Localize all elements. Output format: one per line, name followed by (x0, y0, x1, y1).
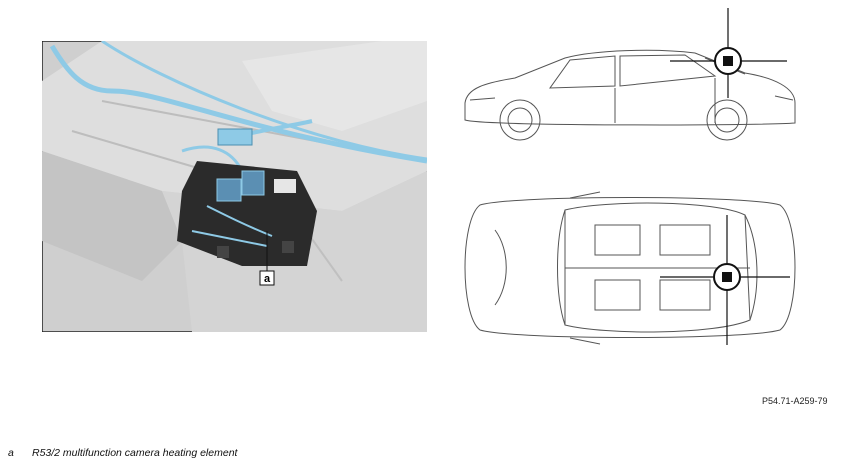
legend-text: R53/2 multifunction camera heating eleme… (32, 447, 238, 459)
vehicle-side-view (464, 8, 796, 141)
callout-label-a: a (264, 273, 271, 285)
legend-item: a R53/2 multifunction camera heating ele… (8, 447, 237, 459)
vehicle-top-view (464, 191, 796, 345)
legend-key: a (8, 447, 14, 459)
figure-id: P54.71-A259-79 (762, 396, 828, 406)
installation-illustration: a (42, 41, 427, 332)
